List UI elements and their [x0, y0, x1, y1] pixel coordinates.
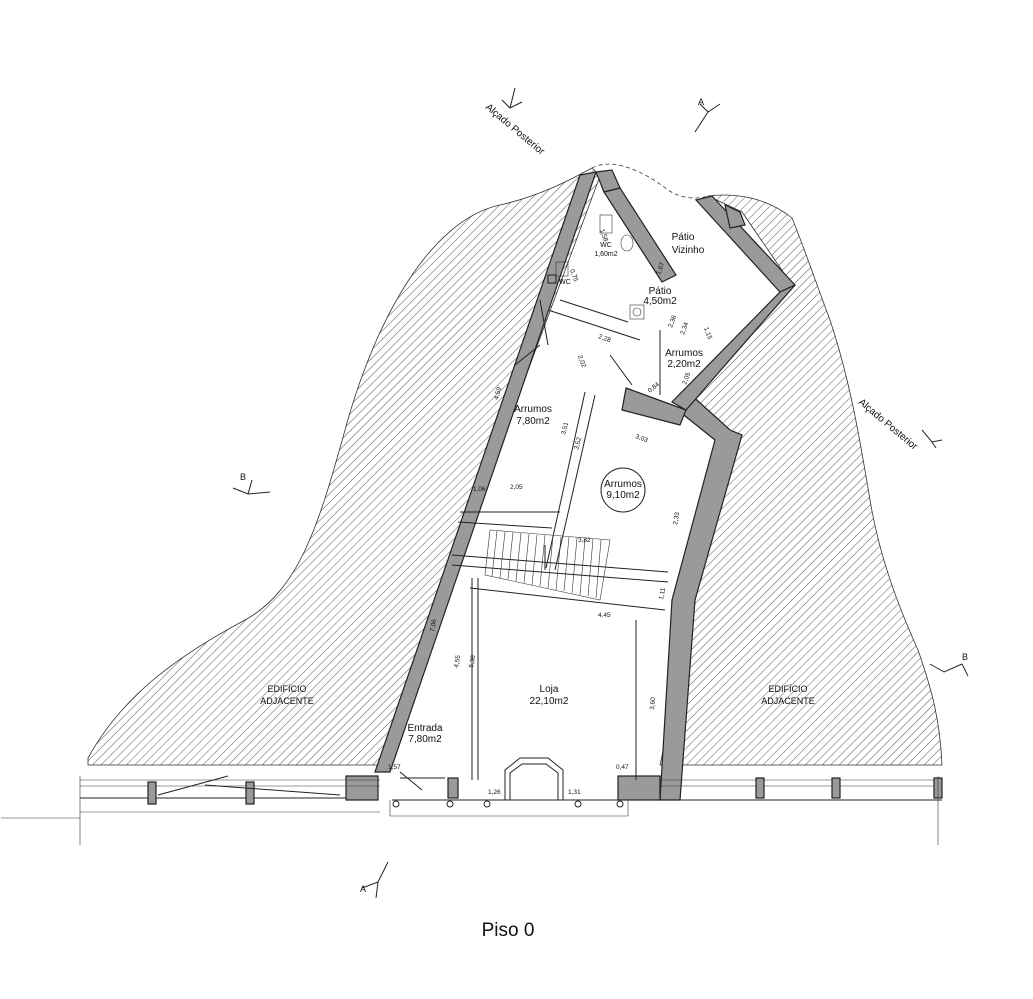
- dimension-label: 5,36: [468, 654, 477, 668]
- dimension-label: 2,33: [672, 511, 681, 525]
- dimension-label: 4,55: [453, 654, 462, 668]
- drawing-title: Piso 0: [482, 920, 535, 941]
- loja-name: Loja: [540, 684, 559, 695]
- dimension-label: 1,15: [702, 326, 713, 341]
- dimension-label: 1,11: [658, 587, 667, 601]
- dimension-label: 1,26: [488, 789, 501, 796]
- building-walls: [345, 169, 797, 801]
- dimension-label: 7,06: [429, 618, 438, 632]
- room-labels: Pátio Vizinho WC 1,60m2 WC Pátio 4,50m2 …: [260, 232, 815, 745]
- arrumos-a-area: 2,20m2: [667, 359, 701, 370]
- wc2-name: WC: [559, 279, 571, 286]
- wc1-area: 1,60m2: [594, 251, 617, 258]
- dimension-label: 2,36: [667, 314, 678, 329]
- wc-fixtures: [547, 214, 645, 320]
- elevation-label-left: Alçado Posterior: [483, 102, 547, 158]
- adjacent-right-line1: EDIFÍCIO: [768, 684, 807, 694]
- dimension-label: 0,47: [616, 764, 629, 771]
- wc1-name: WC: [600, 242, 612, 249]
- street-facade: [1, 757, 943, 845]
- entrada-area: 7,80m2: [408, 734, 442, 745]
- dimension-label: 2,28: [597, 333, 612, 344]
- dimension-labels: 1,58 0,75 1,67 2,36 2,34 1,15 2,05 0,84 …: [388, 228, 713, 796]
- dimension-label: 2,05: [681, 371, 692, 386]
- dimension-label: 3,82: [578, 537, 591, 544]
- dimension-label: 4,45: [598, 612, 611, 619]
- dimension-label: 0,75: [568, 268, 579, 283]
- dimension-label: 3,52: [573, 436, 583, 450]
- arrumos-c-area: 9,10m2: [606, 490, 640, 501]
- patio-name: Pátio: [649, 286, 672, 297]
- entrada-name: Entrada: [407, 723, 442, 734]
- patio-vizinho-label-1: Pátio: [672, 232, 695, 243]
- interior-lines: [451, 299, 669, 780]
- dimension-label: 1,67: [655, 261, 666, 276]
- patio-area: 4,50m2: [643, 296, 677, 307]
- adjacent-left-line1: EDIFÍCIO: [267, 684, 306, 694]
- arrumos-b-area: 7,80m2: [516, 416, 550, 427]
- dimension-label: 1,58: [598, 228, 609, 243]
- section-mark-a-top: A: [698, 97, 704, 107]
- section-mark-a-bottom: A: [360, 884, 366, 894]
- section-mark-b-right: B: [962, 652, 968, 662]
- dimension-label: 3,51: [560, 421, 570, 435]
- section-markers: [232, 87, 969, 899]
- staircase: [484, 529, 611, 601]
- dimension-label: 3,60: [649, 697, 657, 711]
- dimension-label: 2,02: [576, 354, 587, 369]
- adjacent-building-left: [87, 167, 601, 766]
- dimension-label: 1,06: [473, 486, 486, 493]
- arrumos-a-name: Arrumos: [665, 348, 703, 359]
- arrumos-c-name: Arrumos: [604, 479, 642, 490]
- section-mark-b-left: B: [240, 472, 246, 482]
- dimension-label: 3,03: [634, 433, 649, 444]
- room-highlight-circle: [600, 467, 646, 513]
- adjacent-right-line2: ADJACENTE: [761, 696, 815, 706]
- dimension-label: 1,31: [568, 789, 581, 796]
- dimension-label: 2,34: [679, 321, 690, 336]
- arrumos-b-name: Arrumos: [514, 404, 552, 415]
- dimension-label: 4,59: [493, 386, 503, 400]
- dimension-label: 2,05: [510, 484, 523, 491]
- dimension-label: 0,84: [647, 381, 661, 395]
- loja-area: 22,10m2: [530, 696, 569, 707]
- elevation-label-right: Alçado Posterior: [856, 397, 920, 453]
- adjacent-building-right: [659, 194, 943, 766]
- neighbor-patio-outline: [591, 163, 709, 199]
- adjacent-left-line2: ADJACENTE: [260, 696, 314, 706]
- patio-vizinho-label-2: Vizinho: [672, 245, 705, 256]
- dimension-label: 1,57: [388, 764, 401, 771]
